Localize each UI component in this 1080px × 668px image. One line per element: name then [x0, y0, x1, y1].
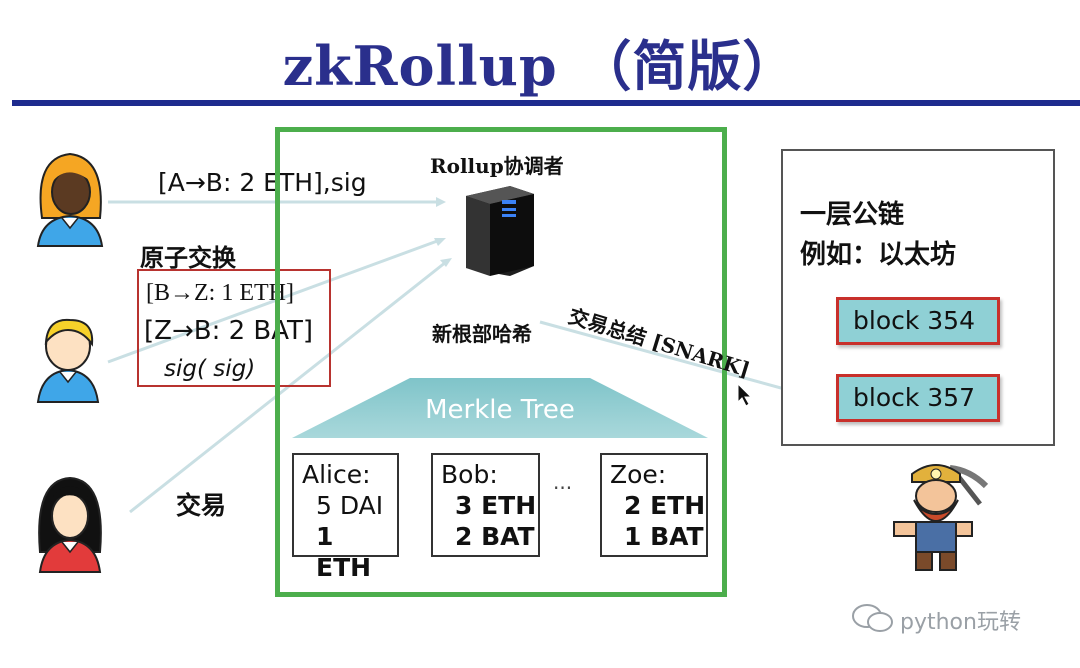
arrow-bob-to-coordinator	[107, 238, 441, 364]
account-balance: 1 BAT	[624, 522, 704, 551]
account-name: Alice:	[302, 460, 371, 489]
watermark-text: python玩转	[900, 610, 1021, 635]
account-balance: 3 ETH	[455, 491, 537, 520]
rollup-coordinator-box	[275, 127, 727, 597]
account-name: Zoe:	[610, 460, 667, 489]
alice-avatar-icon	[36, 152, 104, 247]
title-divider	[12, 100, 1080, 106]
layer1-label: 一层公链	[800, 200, 905, 230]
account-bob: Bob: 3 ETH 2 BAT	[431, 453, 540, 557]
account-balance: 2 ETH	[624, 491, 706, 520]
page-title: zkRollup （简版）	[282, 34, 798, 98]
coordinator-label: Rollup协调者	[430, 154, 564, 178]
merkle-tree-shape	[292, 378, 708, 438]
arrow-zoe-to-coordinator	[129, 260, 447, 514]
swap-tx-b-to-z: [B→Z: 1 ETH]	[146, 280, 294, 306]
block-354: block 354	[836, 297, 1000, 345]
account-balance: 5 DAI	[316, 491, 384, 520]
atomic-swap-label: 原子交换	[140, 243, 236, 272]
zoe-avatar-icon	[38, 476, 102, 573]
tx-alice-to-bob: [A→B: 2 ETH],sig	[158, 168, 367, 197]
account-zoe: Zoe: 2 ETH 1 BAT	[600, 453, 708, 557]
new-root-hash-label: 新根部哈希	[432, 322, 532, 346]
atomic-swap-box	[137, 269, 331, 387]
block-357: block 357	[836, 374, 1000, 422]
tx-zoe-label: 交易	[176, 491, 227, 520]
account-balance: 1 ETH	[316, 522, 372, 582]
account-name: Bob:	[441, 460, 498, 489]
miner-icon	[893, 464, 989, 571]
account-balance: 2 BAT	[455, 522, 535, 551]
account-ellipsis: ...	[553, 470, 573, 494]
swap-signatures: sig( sig)	[164, 356, 256, 382]
mouse-cursor-icon	[737, 382, 753, 407]
merkle-tree-label: Merkle Tree	[425, 395, 575, 425]
server-icon	[466, 186, 534, 276]
wechat-logo-icon	[852, 604, 893, 632]
bob-avatar-icon	[36, 318, 100, 403]
swap-tx-z-to-b: [Z→B: 2 BAT]	[144, 316, 314, 346]
account-alice: Alice: 5 DAI 1 ETH	[292, 453, 399, 582]
layer1-example: 例如：以太坊	[800, 240, 957, 270]
